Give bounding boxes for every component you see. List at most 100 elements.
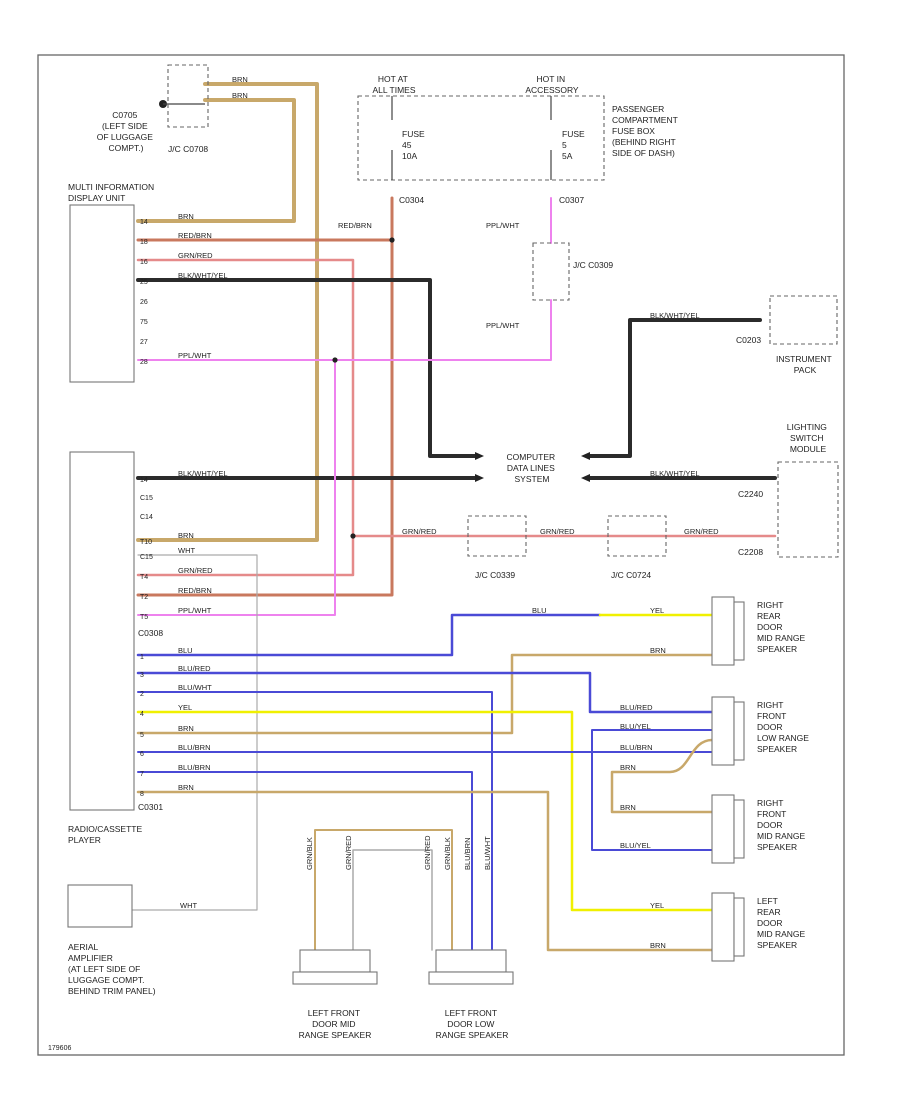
radio-label: RADIO/CASSETTE PLAYER xyxy=(68,824,145,845)
wire-brn-a xyxy=(136,82,319,542)
mid-pin-label: 26 xyxy=(140,299,148,306)
wire-blu-rr xyxy=(136,613,602,657)
wire-label: YEL xyxy=(650,901,664,910)
mid-pins: 14 18 16 25 26 75 27 28 xyxy=(140,219,148,366)
mid-pin-label: 27 xyxy=(140,339,148,346)
wire-label: YEL xyxy=(178,703,192,712)
aerial-amplifier xyxy=(67,884,133,928)
wire-label: WHT xyxy=(178,546,195,555)
wire-label: GRN/RED xyxy=(344,835,353,870)
wire-label: BLK/WHT/YEL xyxy=(650,311,700,320)
instrument-pack-label: INSTRUMENT PACK xyxy=(776,354,834,375)
computer-data-lines-label: COMPUTER DATA LINES SYSTEM xyxy=(506,452,557,484)
wire-redbrn xyxy=(136,196,394,597)
instrument-pack xyxy=(769,295,838,345)
speaker-body xyxy=(299,949,371,973)
wire-label: BLU/WHT xyxy=(178,683,212,692)
wire-blk-mid xyxy=(136,278,477,458)
wire-label: GRN/RED xyxy=(423,835,432,870)
radio-pin-label: 2 xyxy=(140,691,144,698)
lf-low-label: LEFT FRONT DOOR LOW RANGE SPEAKER xyxy=(436,1008,509,1040)
corner-reference: 179606 xyxy=(48,1045,71,1052)
fuse-a-label: FUSE 45 10A xyxy=(402,129,427,161)
speaker-body xyxy=(711,892,735,962)
radio-pin-label: 4 xyxy=(140,711,144,718)
wire-label: GRN/RED xyxy=(402,527,437,536)
jc-c0309-box xyxy=(532,242,570,301)
wire-label: RED/BRN xyxy=(338,221,372,230)
speaker-right-front-low xyxy=(711,696,745,766)
radio-pin-label: T5 xyxy=(140,614,148,621)
diagram-border xyxy=(37,54,845,1056)
lr-mid-label: LEFT REAR DOOR MID RANGE SPEAKER xyxy=(757,896,808,950)
speaker-cone xyxy=(733,701,745,761)
jc-c0309-label: J/C C0309 xyxy=(573,260,613,270)
splice-dot xyxy=(332,357,338,363)
wires xyxy=(131,82,777,952)
jc-c0339-box xyxy=(467,515,527,557)
c0307-label: C0307 xyxy=(559,195,584,205)
wire-brn-lr xyxy=(136,790,714,952)
passenger-fuse-box-label: PASSENGER COMPARTMENT FUSE BOX (BEHIND R… xyxy=(612,104,680,158)
rr-mid-label: RIGHT REAR DOOR MID RANGE SPEAKER xyxy=(757,600,808,654)
wire-label: BLU/YEL xyxy=(620,841,651,850)
wire-label: BLU/BRN xyxy=(178,763,211,772)
wire-label: GRN/RED xyxy=(684,527,719,536)
jc-c0724-label: J/C C0724 xyxy=(611,570,651,580)
wire-label: BRN xyxy=(232,75,248,84)
mid-pin-label: 18 xyxy=(140,239,148,246)
wire-brn-rr xyxy=(136,653,714,735)
wire-grn-lfmid xyxy=(352,849,433,951)
wire-blubrn-lf xyxy=(137,771,473,951)
wire-label: BRN xyxy=(178,531,194,540)
wire-label: BRN xyxy=(232,91,248,100)
wire-label: BLU xyxy=(532,606,547,615)
wire-label: BRN xyxy=(650,941,666,950)
radio-pin-label: 8 xyxy=(140,791,144,798)
wire-label: GRN/RED xyxy=(540,527,575,536)
wire-label: BLK/WHT/YEL xyxy=(178,271,228,280)
mid-label: MULTI INFORMATION DISPLAY UNIT xyxy=(68,182,156,203)
cdl-arrow-left-top xyxy=(475,452,484,460)
speaker-left-front-mid xyxy=(292,949,378,985)
speaker-body xyxy=(435,949,507,973)
wire-label: BLU/RED xyxy=(620,703,653,712)
wire-label: BLU/BRN xyxy=(620,743,653,752)
speaker-right-rear-mid xyxy=(711,596,745,666)
speaker-body xyxy=(711,794,735,864)
wire-label: BLU/RED xyxy=(178,664,211,673)
wire-brn-b xyxy=(136,98,296,223)
radio-pin-label: 3 xyxy=(140,672,144,679)
wire-label: PPL/WHT xyxy=(178,351,212,360)
jc-c0724-box xyxy=(607,515,667,557)
speaker-cone xyxy=(428,971,514,985)
radio-pin-label: C15 xyxy=(140,554,153,561)
radio-pin-label: T2 xyxy=(140,594,148,601)
cdl-arrow-right-top xyxy=(581,452,590,460)
wire-ppl-radio xyxy=(137,359,336,616)
wire-label: BLU xyxy=(178,646,193,655)
wire-bluyel-rf xyxy=(591,729,713,851)
radio-pins-c0301: 1 3 2 4 5 6 7 8 xyxy=(140,654,144,798)
radio-pin-label: C14 xyxy=(140,514,153,521)
wire-label: BRN xyxy=(178,724,194,733)
cdl-arrow-right-bottom xyxy=(581,474,590,482)
wire-blk-instrument xyxy=(588,318,762,458)
radio-pin-label: 1 xyxy=(140,654,144,661)
mid-pin-label: 25 xyxy=(140,279,148,286)
wire-label: BRN xyxy=(650,646,666,655)
speaker-cone xyxy=(292,971,378,985)
speaker-body xyxy=(711,596,735,666)
c0705-label: C0705 (LEFT SIDE OF LUGGAGE COMPT.) xyxy=(97,110,156,153)
wire-labels: BRN BRN BRN RED/BRN GRN/RED BLK/WHT/YEL … xyxy=(178,75,719,950)
wire-label: GRN/BLK xyxy=(305,837,314,870)
lighting-switch-label: LIGHTING SWITCH MODULE xyxy=(787,422,830,454)
speaker-left-front-low xyxy=(428,949,514,985)
wire-label: RED/BRN xyxy=(178,586,212,595)
lighting-conn-b: C2208 xyxy=(738,547,763,557)
wire-label: BLU/BRN xyxy=(463,837,472,870)
wire-label: PPL/WHT xyxy=(486,221,520,230)
splice-dot xyxy=(350,533,356,539)
cdl-arrow-left-bottom xyxy=(475,474,484,482)
wire-brn-lfmid xyxy=(314,829,453,951)
